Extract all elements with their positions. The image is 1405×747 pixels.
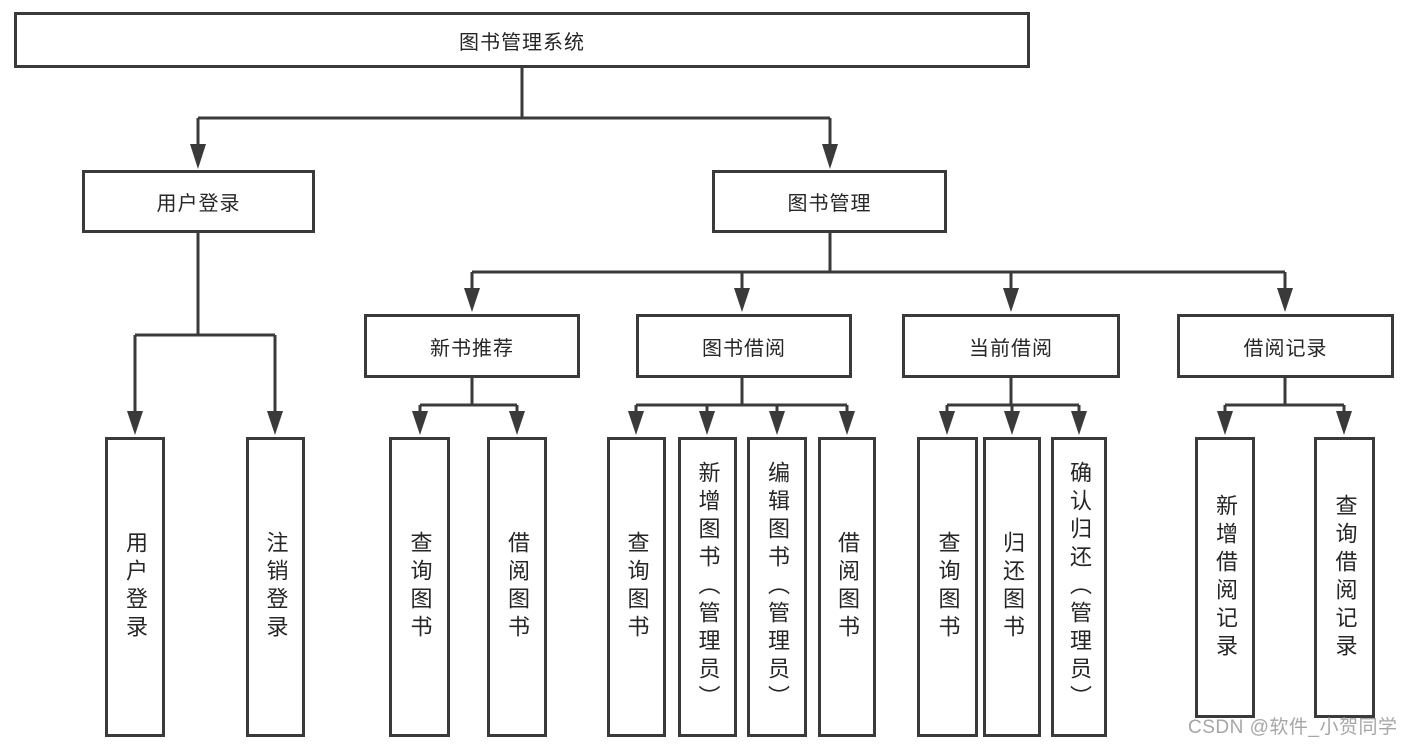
leaf-return-book: 归还图书 bbox=[983, 437, 1041, 737]
leaf-logout: 注销登录 bbox=[246, 437, 305, 737]
leaf-borrow-book: 借阅图书 bbox=[818, 437, 876, 737]
leaf-borrow-book-recommend: 借阅图书 bbox=[487, 437, 547, 737]
leaf-query-borrow-record: 查询借阅记录 bbox=[1314, 437, 1375, 718]
node-book-borrow: 图书借阅 bbox=[636, 314, 852, 378]
leaf-confirm-return-admin: 确认归还（管理员） bbox=[1051, 437, 1107, 737]
node-current-borrow: 当前借阅 bbox=[902, 314, 1120, 378]
csdn-watermark: CSDN @软件_小贺同学 bbox=[1188, 717, 1398, 738]
leaf-add-borrow-record: 新增借阅记录 bbox=[1195, 437, 1255, 718]
node-library-system: 图书管理系统 bbox=[14, 12, 1030, 68]
node-new-book-recommend: 新书推荐 bbox=[364, 314, 580, 378]
leaf-add-book-admin: 新增图书（管理员） bbox=[678, 437, 737, 737]
leaf-query-book-current: 查询图书 bbox=[917, 437, 978, 737]
leaf-query-book-recommend: 查询图书 bbox=[389, 437, 450, 737]
node-book-management: 图书管理 bbox=[712, 170, 947, 233]
leaf-user-login: 用户登录 bbox=[105, 437, 165, 737]
node-borrow-record: 借阅记录 bbox=[1177, 314, 1394, 378]
leaf-query-book: 查询图书 bbox=[607, 437, 666, 737]
leaf-edit-book-admin: 编辑图书（管理员） bbox=[747, 437, 807, 737]
node-user-login: 用户登录 bbox=[82, 170, 315, 233]
